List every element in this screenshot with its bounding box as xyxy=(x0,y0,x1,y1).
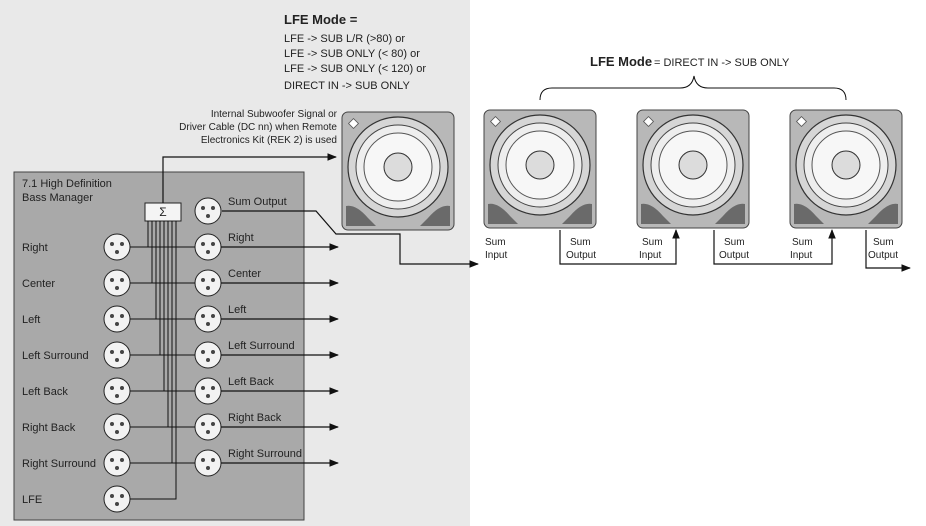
input-label: Left xyxy=(22,314,40,326)
output-label: Right xyxy=(228,232,254,244)
lfe-mode-title: LFE Mode = xyxy=(284,12,358,27)
output-label: Right Back xyxy=(228,412,282,424)
sub-1-sum-out-label: Sum xyxy=(570,237,591,248)
output-jack-icon xyxy=(194,305,222,333)
sub-3-output-label: Output xyxy=(868,250,898,261)
output-label: Left Surround xyxy=(228,340,295,352)
sub-2-output-label: Output xyxy=(719,250,749,261)
output-label: Center xyxy=(228,268,261,280)
sub-2-sum-out-label: Sum xyxy=(724,237,745,248)
sub-1-sum-label: Sum xyxy=(485,237,506,248)
output-jack-icon xyxy=(194,197,222,225)
lfe-mode-line-4: DIRECT IN -> SUB ONLY xyxy=(284,80,410,92)
sub-3-sum-out-label: Sum xyxy=(873,237,894,248)
input-label: Right xyxy=(22,242,48,254)
internal-note-line-2: Driver Cable (DC nn) when Remote xyxy=(179,122,337,133)
input-jack-icon xyxy=(103,485,131,513)
lfe-mode-right-title: LFE Mode xyxy=(590,54,652,69)
output-jack-icon xyxy=(194,413,222,441)
lfe-mode-line-3: LFE -> SUB ONLY (< 120) or xyxy=(284,63,426,75)
lfe-mode-line-2: LFE -> SUB ONLY (< 80) or xyxy=(284,48,420,60)
output-label: Left xyxy=(228,304,246,316)
input-label: LFE xyxy=(22,494,42,506)
sub-1-output-label: Output xyxy=(566,250,596,261)
bass-manager-box xyxy=(13,171,305,521)
internal-note-line-1: Internal Subwoofer Signal or xyxy=(211,109,338,120)
input-label: Right Back xyxy=(22,422,76,434)
output-jack-icon xyxy=(194,341,222,369)
lfe-mode-right-value: = DIRECT IN -> SUB ONLY xyxy=(654,57,790,69)
bass-manager-title-1: 7.1 High Definition xyxy=(22,178,112,190)
input-to-sum-wire xyxy=(130,221,177,500)
internal-note-line-3: Electronics Kit (REK 2) is used xyxy=(201,135,337,146)
input-jack-icon xyxy=(103,341,131,369)
subwoofer-speaker-icon xyxy=(341,111,455,231)
input-jack-icon xyxy=(103,305,131,333)
input-jack-icon xyxy=(103,377,131,405)
wire-sub-1-to-sub-2 xyxy=(559,229,680,265)
output-jack-icon xyxy=(194,269,222,297)
group-brace xyxy=(539,75,847,101)
subwoofer-speaker-icon xyxy=(789,109,903,229)
sub-2-sum-label: Sum xyxy=(642,237,663,248)
sum-symbol: Σ xyxy=(159,205,166,219)
subwoofer-speaker-icon xyxy=(636,109,750,229)
subwoofer-speaker-icon xyxy=(483,109,597,229)
input-label: Left Back xyxy=(22,386,68,398)
input-label: Center xyxy=(22,278,55,290)
wire-sum-to-internal-sub xyxy=(162,153,337,203)
bass-manager-title-2: Bass Manager xyxy=(22,192,93,204)
sub-1-input-label: Input xyxy=(485,250,507,261)
input-jack-icon xyxy=(103,233,131,261)
subwoofers xyxy=(341,109,903,231)
output-jack-icon xyxy=(194,233,222,261)
output-label: Right Surround xyxy=(228,448,302,460)
wire-sub-3-output xyxy=(865,230,911,272)
sub-3-input-label: Input xyxy=(790,250,812,261)
output-label: Left Back xyxy=(228,376,274,388)
lfe-mode-line-1: LFE -> SUB L/R (>80) or xyxy=(284,33,405,45)
output-label: Sum Output xyxy=(228,196,287,208)
sub-2-input-label: Input xyxy=(639,250,661,261)
input-label: Right Surround xyxy=(22,458,96,470)
input-label: Left Surround xyxy=(22,350,89,362)
wire-sub-2-to-sub-3 xyxy=(713,229,836,265)
input-jack-icon xyxy=(103,269,131,297)
sub-3-sum-label: Sum xyxy=(792,237,813,248)
wire-sum-output-to-sub-1 xyxy=(222,210,479,268)
input-jack-icon xyxy=(103,449,131,477)
output-jack-icon xyxy=(194,449,222,477)
output-jack-icon xyxy=(194,377,222,405)
input-jack-icon xyxy=(103,413,131,441)
